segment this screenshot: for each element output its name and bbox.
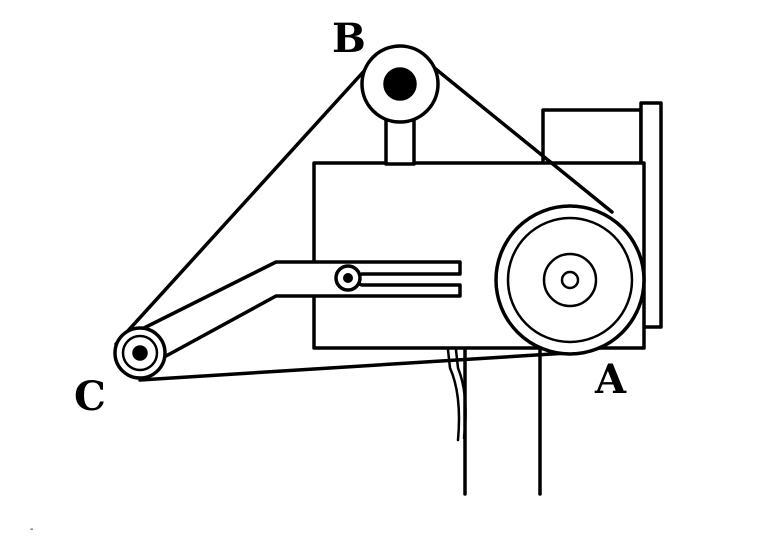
pulley-c xyxy=(113,326,167,380)
power-cable xyxy=(446,348,467,442)
label-c: C xyxy=(74,373,106,420)
arm-pivot xyxy=(334,264,362,292)
label-b: B xyxy=(332,15,366,62)
motor-housing xyxy=(541,101,663,329)
label-a: A xyxy=(594,356,627,403)
abrasive-belt xyxy=(114,64,614,382)
drive-wheel-a xyxy=(494,204,646,356)
stray-mark: - xyxy=(30,524,33,533)
stand-legs xyxy=(463,343,542,496)
pulley-b xyxy=(360,44,440,124)
